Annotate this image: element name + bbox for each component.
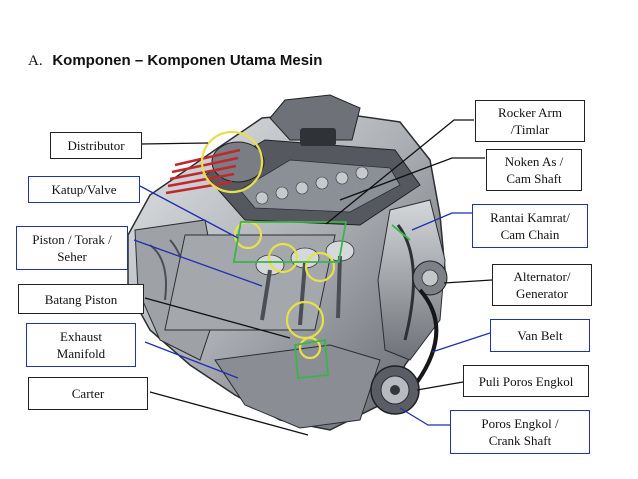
label-noken-as: Noken As / Cam Shaft bbox=[486, 149, 582, 191]
label-rantai-kamrat: Rantai Kamrat/ Cam Chain bbox=[472, 204, 588, 248]
label-rocker-arm: Rocker Arm /Timlar bbox=[475, 100, 585, 142]
label-puli-poros-engkol: Puli Poros Engkol bbox=[463, 365, 589, 397]
label-exhaust-manifold: Exhaust Manifold bbox=[26, 323, 136, 367]
distributor-part bbox=[165, 141, 265, 195]
label-van-belt: Van Belt bbox=[490, 319, 590, 352]
label-piston-torak-seher: Piston / Torak / Seher bbox=[16, 226, 128, 270]
label-batang-piston: Batang Piston bbox=[18, 284, 144, 314]
callout-line-poros bbox=[399, 407, 450, 426]
callout-line-piston bbox=[133, 239, 263, 287]
engine-illustration bbox=[127, 94, 448, 431]
label-carter: Carter bbox=[28, 377, 148, 410]
callout-line-carter bbox=[149, 391, 309, 436]
callout-lines bbox=[133, 119, 493, 436]
page-title: Komponen – Komponen Utama Mesin bbox=[52, 52, 323, 69]
label-distributor: Distributor bbox=[50, 132, 142, 159]
callout-line-puli bbox=[416, 381, 464, 391]
label-poros-engkol: Poros Engkol / Crank Shaft bbox=[450, 410, 590, 454]
section-number: A. bbox=[28, 53, 43, 69]
callout-line-batang bbox=[144, 297, 291, 339]
callout-line-distributor bbox=[140, 142, 209, 145]
callout-line-noken bbox=[339, 157, 485, 201]
callout-line-rantai bbox=[411, 212, 472, 231]
callout-line-katup bbox=[139, 185, 239, 239]
section-heading: A. Komponen – Komponen Utama Mesin bbox=[28, 52, 322, 70]
label-alternator: Alternator/ Generator bbox=[492, 264, 592, 306]
callout-line-vanbelt bbox=[431, 332, 491, 353]
callout-line-alternator bbox=[443, 279, 493, 284]
callout-line-exhaust bbox=[144, 341, 239, 379]
label-katup-valve: Katup/Valve bbox=[28, 176, 140, 203]
